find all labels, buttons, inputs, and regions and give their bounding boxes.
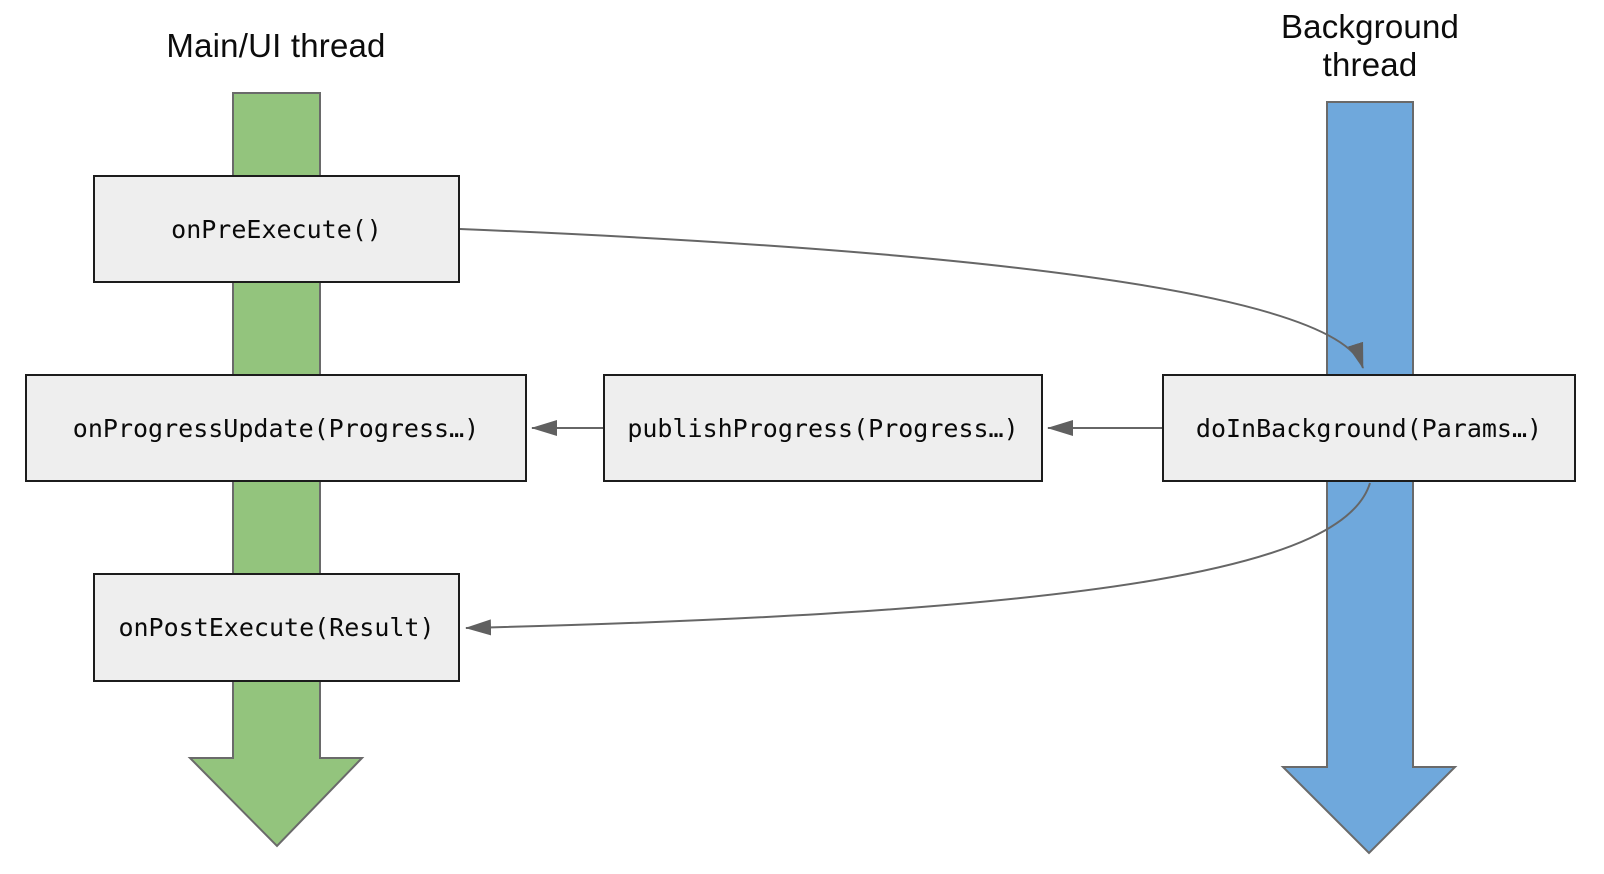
on-pre-execute-label: onPreExecute() [171, 214, 382, 244]
publish-progress-box: publishProgress(Progress…) [603, 374, 1043, 482]
main-thread-title: Main/UI thread [166, 27, 386, 64]
on-post-execute-box: onPostExecute(Result) [93, 573, 460, 682]
arrow-do-in-background-to-post-execute [465, 482, 1371, 636]
on-progress-update-label: onProgressUpdate(Progress…) [72, 413, 480, 443]
do-in-background-box: doInBackground(Params…) [1162, 374, 1576, 482]
arrow-pre-execute-to-do-in-background [459, 228, 1364, 369]
do-in-background-label: doInBackground(Params…) [1195, 413, 1543, 443]
on-post-execute-label: onPostExecute(Result) [118, 613, 435, 642]
publish-progress-label: publishProgress(Progress…) [627, 413, 1019, 443]
on-progress-update-box: onProgressUpdate(Progress…) [25, 374, 527, 482]
background-thread-title: Background thread [1280, 8, 1460, 83]
on-pre-execute-box: onPreExecute() [93, 175, 460, 283]
